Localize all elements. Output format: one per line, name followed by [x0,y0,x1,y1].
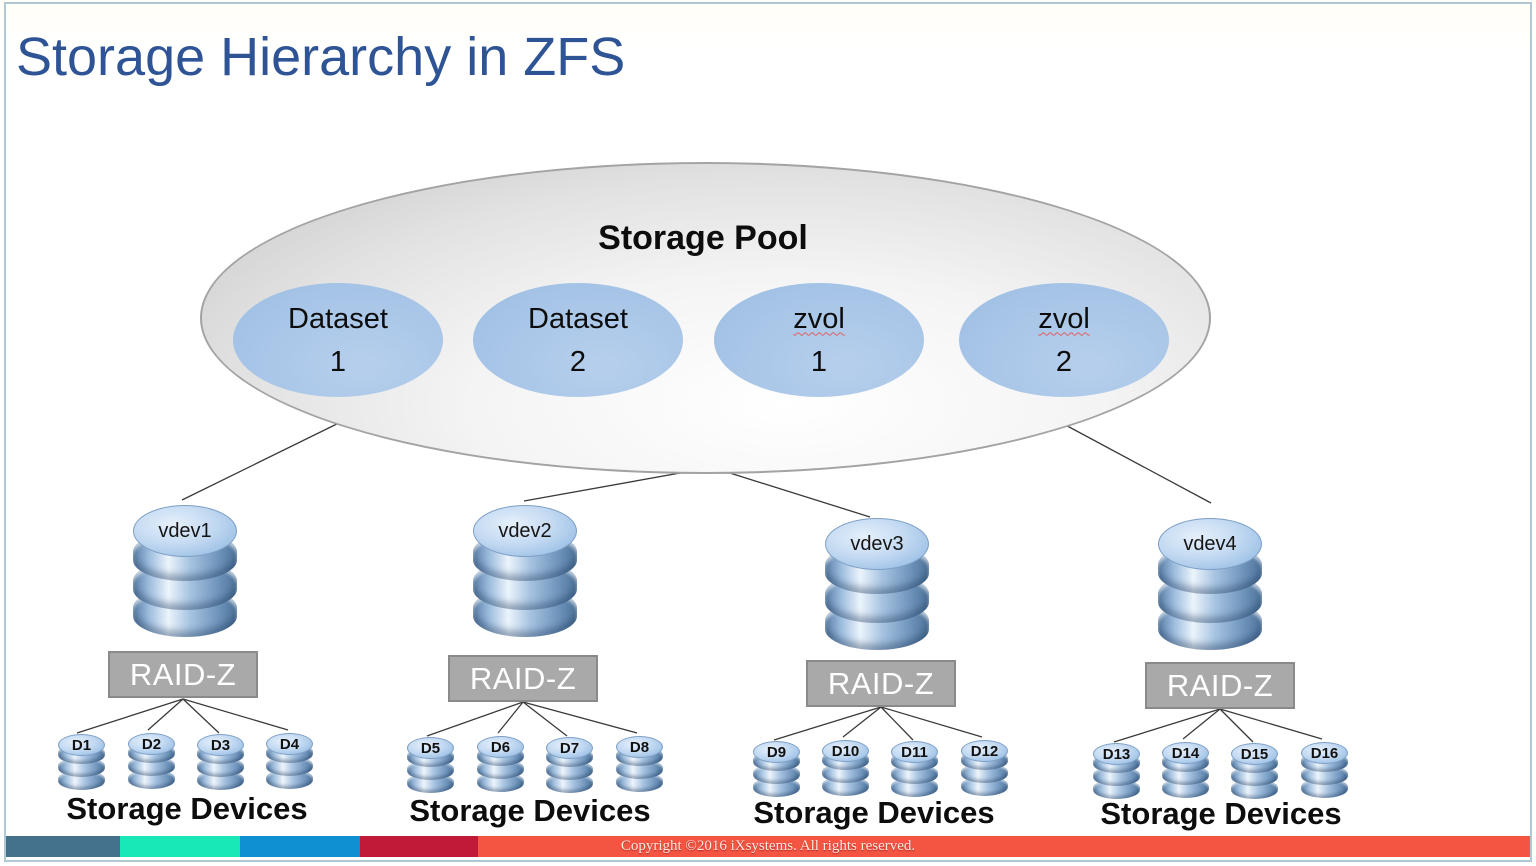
cylinder-top: vdev2 [473,505,577,557]
disk-label: D16 [1310,744,1339,762]
disk-label: D1 [71,736,92,754]
disk-d4-icon: D4 [266,733,313,791]
pool-child-label: Dataset [288,302,388,335]
pool-child-number: 1 [810,346,828,378]
disk-top: D1 [58,734,105,756]
disk-top: D4 [266,733,313,755]
vdev4-label: vdev4 [1183,532,1237,555]
disk-top: D14 [1162,742,1209,764]
vdev1-label: vdev1 [158,519,212,542]
vdev2-label: vdev2 [498,519,552,542]
footer-segment-crimson [360,836,478,857]
disk-label: D7 [559,739,580,757]
pool-child-zvol1: zvol 1 [714,283,924,397]
raidz-box-1: RAID-Z [108,651,258,698]
raidz-label: RAID-Z [469,660,577,696]
disk-d2-icon: D2 [128,733,175,791]
disk-top: D8 [616,736,663,758]
disk-label: D11 [901,743,928,761]
disk-d14-icon: D14 [1162,742,1209,800]
vdev1-cylinder-icon: vdev1 [133,505,237,639]
disk-d12-icon: D12 [961,740,1008,798]
disk-label: D5 [420,739,441,757]
disk-top: D7 [546,737,593,759]
disk-d10-icon: D10 [822,740,869,798]
disk-label: D2 [141,735,162,753]
disk-label: D6 [490,738,511,756]
vdev3-cylinder-icon: vdev3 [825,518,929,652]
pool-child-label: zvol [1038,302,1090,335]
pool-child-label: Dataset [528,302,628,335]
pool-child-number: 2 [1055,346,1073,378]
footer-segment-slate [6,836,120,857]
disk-label: D12 [970,742,999,760]
cylinder-top: vdev1 [133,505,237,557]
pool-child-dataset2: Dataset 2 [473,283,683,397]
disk-top: D16 [1301,742,1348,764]
disk-d3-icon: D3 [197,734,244,792]
disk-label: D8 [629,738,650,756]
disk-label: D13 [1102,745,1131,763]
footer-segment-teal [120,836,240,857]
disk-top: D11 [891,741,938,763]
disk-d15-icon: D15 [1231,743,1278,801]
storage-devices-caption-2: Storage Devices [409,793,651,828]
disk-d1-icon: D1 [58,734,105,792]
disk-d13-icon: D13 [1093,743,1140,801]
disk-label: D4 [279,735,300,753]
footer-color-band [6,836,1530,857]
disk-top: D12 [961,740,1008,762]
disk-d5-icon: D5 [407,737,454,795]
pool-child-number: 1 [329,346,347,378]
cylinder-top: vdev3 [825,518,929,570]
raidz-label: RAID-Z [1166,667,1274,703]
disk-label: D14 [1171,744,1200,762]
storage-devices-caption-3: Storage Devices [753,795,995,830]
copyright-text: Copyright ©2016 iXsystems. All rights re… [620,838,916,854]
pool-child-number: 2 [569,346,587,378]
disk-top: D6 [477,736,524,758]
disk-top: D10 [822,740,869,762]
vdev2-cylinder-icon: vdev2 [473,505,577,639]
storage-pool-label: Storage Pool [598,219,808,257]
disk-label: D10 [831,742,860,760]
slide-title: Storage Hierarchy in ZFS [16,27,626,87]
pool-child-label: zvol [793,302,845,335]
disk-top: D13 [1093,743,1140,765]
footer-segment-orange [478,836,1530,857]
disk-d6-icon: D6 [477,736,524,794]
storage-devices-caption-4: Storage Devices [1100,796,1342,831]
cylinder-top: vdev4 [1158,518,1262,570]
raidz-box-2: RAID-Z [448,655,598,702]
disk-d16-icon: D16 [1301,742,1348,800]
disk-top: D5 [407,737,454,759]
vdev3-label: vdev3 [850,532,904,555]
footer-segment-blue [240,836,360,857]
disk-d7-icon: D7 [546,737,593,795]
disk-top: D2 [128,733,175,755]
raidz-box-3: RAID-Z [806,660,956,707]
disk-d11-icon: D11 [891,741,938,799]
vdev4-cylinder-icon: vdev4 [1158,518,1262,652]
disk-label: D9 [766,743,787,761]
disk-d9-icon: D9 [753,741,800,799]
storage-devices-caption-1: Storage Devices [66,791,308,826]
raidz-label: RAID-Z [129,656,237,692]
pool-child-dataset1: Dataset 1 [233,283,443,397]
disk-label: D3 [210,736,231,754]
disk-d8-icon: D8 [616,736,663,794]
disk-top: D15 [1231,743,1278,765]
pool-child-zvol2: zvol 2 [959,283,1169,397]
raidz-label: RAID-Z [827,665,935,701]
disk-top: D9 [753,741,800,763]
raidz-box-4: RAID-Z [1145,662,1295,709]
disk-label: D15 [1240,745,1269,763]
disk-top: D3 [197,734,244,756]
